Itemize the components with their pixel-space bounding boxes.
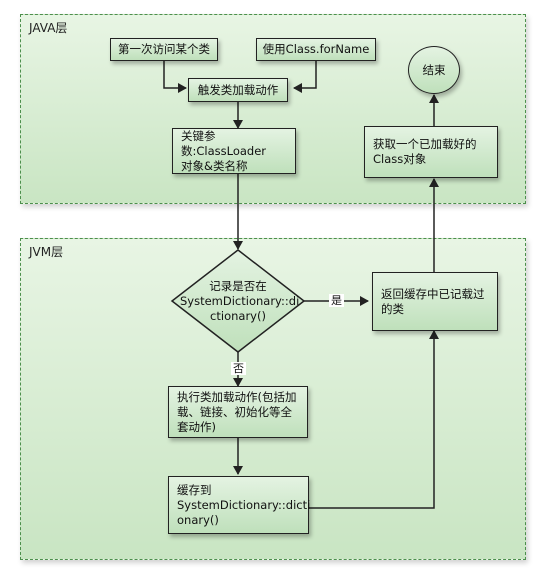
class-forname-label: 使用Class.forName <box>262 42 370 56</box>
cache-to-label: 缓存到 SystemDictionary::dicti onary() <box>177 482 311 527</box>
key-params-node: 关键参数:ClassLoader 对象&类名称 <box>172 128 296 174</box>
java-layer-label: JAVA层 <box>29 21 68 35</box>
edge-cache-to-return <box>309 330 439 509</box>
execute-load-label: 执行类加载动作(包括加 载、链接、初始化等全 套动作) <box>177 389 297 434</box>
decision-diamond <box>170 249 306 353</box>
first-access-label: 第一次访问某个类 <box>118 42 210 56</box>
edge-first-to-trigger <box>163 61 187 93</box>
first-access-node: 第一次访问某个类 <box>110 38 218 61</box>
edge-no-label: 否 <box>231 362 246 375</box>
get-loaded-node: 获取一个已加载好的 Class对象 <box>364 126 498 178</box>
class-forname-node: 使用Class.forName <box>256 38 376 61</box>
cache-to-node: 缓存到 SystemDictionary::dicti onary() <box>168 476 311 534</box>
trigger-load-node: 触发类加载动作 <box>188 78 288 102</box>
execute-load-node: 执行类加载动作(包括加 载、链接、初始化等全 套动作) <box>168 386 308 438</box>
end-label: 结束 <box>422 62 446 77</box>
get-loaded-label: 获取一个已加载好的 Class对象 <box>373 137 477 166</box>
return-cached-label: 返回缓存中已记载过 的类 <box>381 286 485 316</box>
edge-forname-to-trigger <box>293 61 317 93</box>
edge-yes-label: 是 <box>329 294 344 307</box>
end-node: 结束 <box>408 46 460 94</box>
trigger-load-label: 触发类加载动作 <box>197 82 279 97</box>
return-cached-node: 返回缓存中已记载过 的类 <box>372 272 498 331</box>
decision-label: 记录是否在 SystemDictionary::di ctionary() <box>180 279 300 323</box>
jvm-layer-label: JVM层 <box>29 245 64 259</box>
key-params-label: 关键参数:ClassLoader 对象&类名称 <box>181 128 267 173</box>
